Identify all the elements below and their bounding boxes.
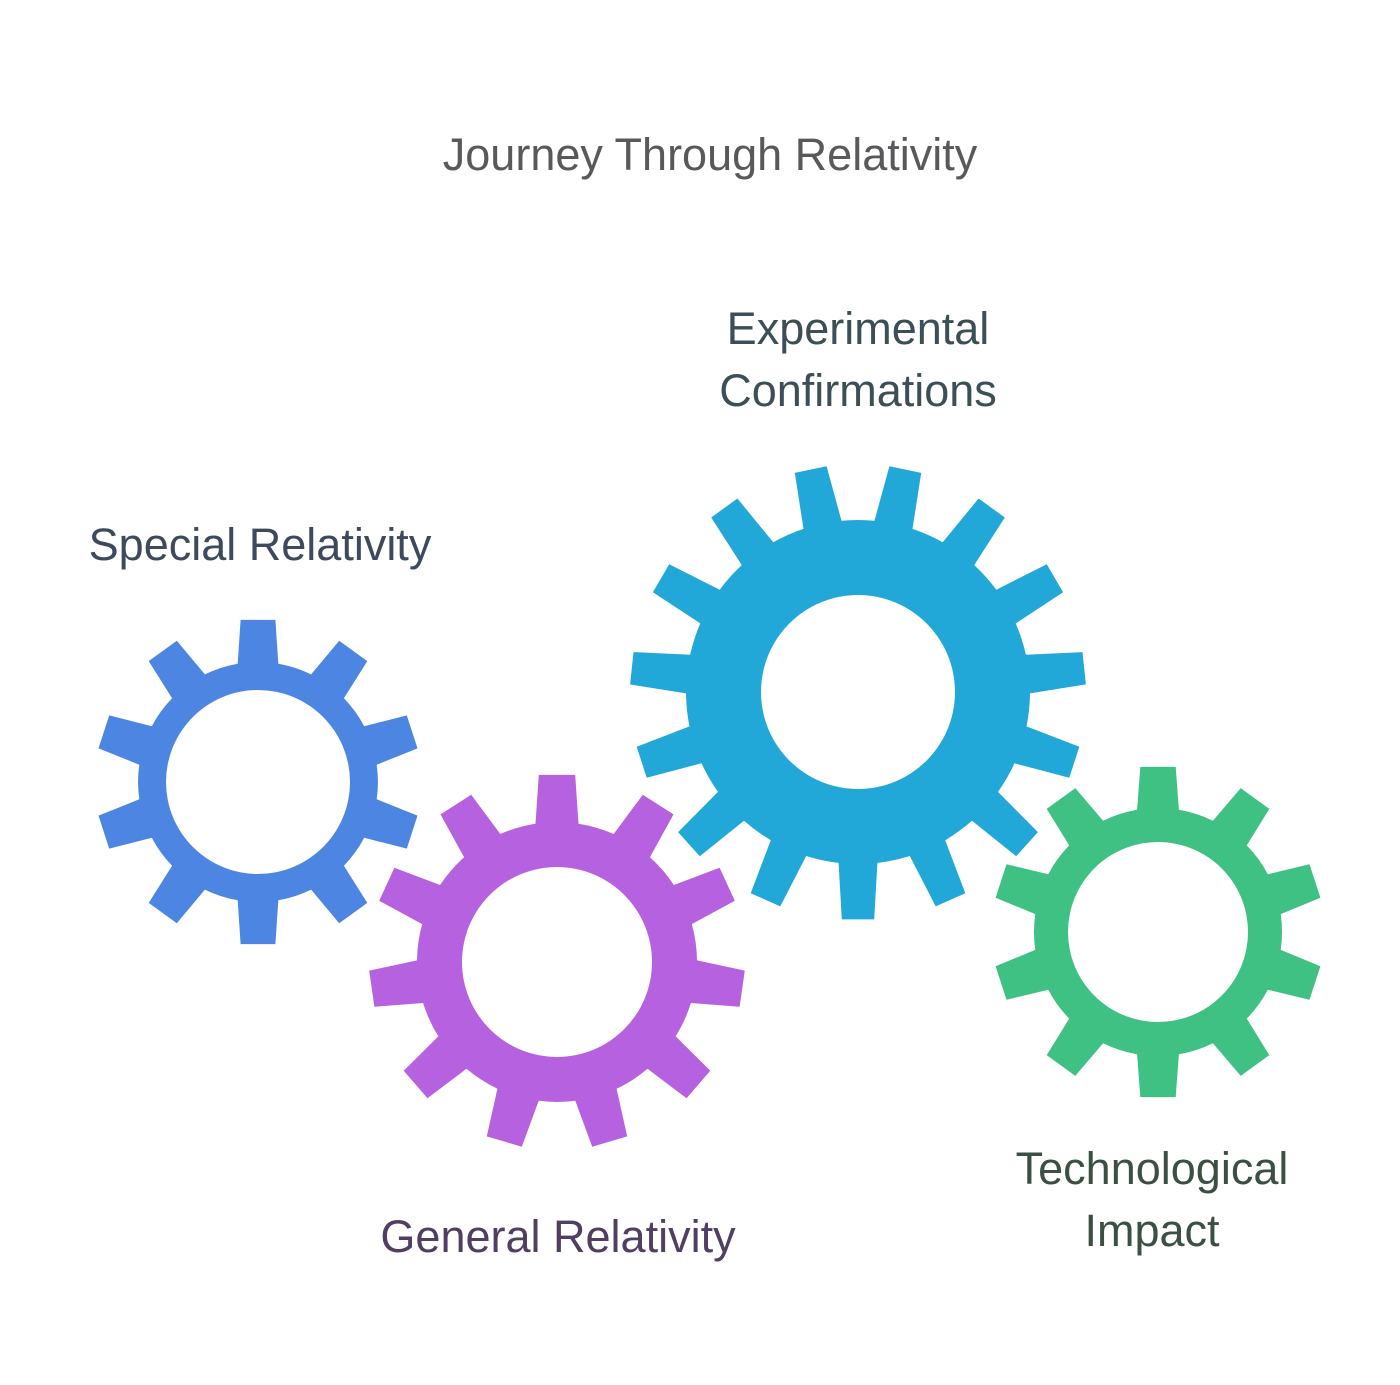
label-line: General Relativity xyxy=(380,1211,736,1262)
special-relativity-label: Special Relativity xyxy=(89,514,432,576)
page-title: Journey Through Relativity xyxy=(442,129,978,180)
general-relativity-gear-icon xyxy=(369,774,745,1147)
technological-impact-label: Technological Impact xyxy=(1016,1138,1289,1262)
general-relativity-label: General Relativity xyxy=(380,1206,735,1268)
experimental-confirmations-label: Experimental Confirmations xyxy=(719,298,997,422)
label-line: Experimental xyxy=(726,303,990,354)
label-line: Impact xyxy=(1084,1205,1220,1256)
label-line: Confirmations xyxy=(719,365,997,416)
label-line: Technological xyxy=(1015,1143,1289,1194)
experimental-confirmations-gear-icon xyxy=(630,466,1086,920)
technological-impact-gear-icon xyxy=(995,766,1321,1098)
special-relativity-gear-icon xyxy=(98,619,418,945)
label-line: Special Relativity xyxy=(88,519,432,570)
